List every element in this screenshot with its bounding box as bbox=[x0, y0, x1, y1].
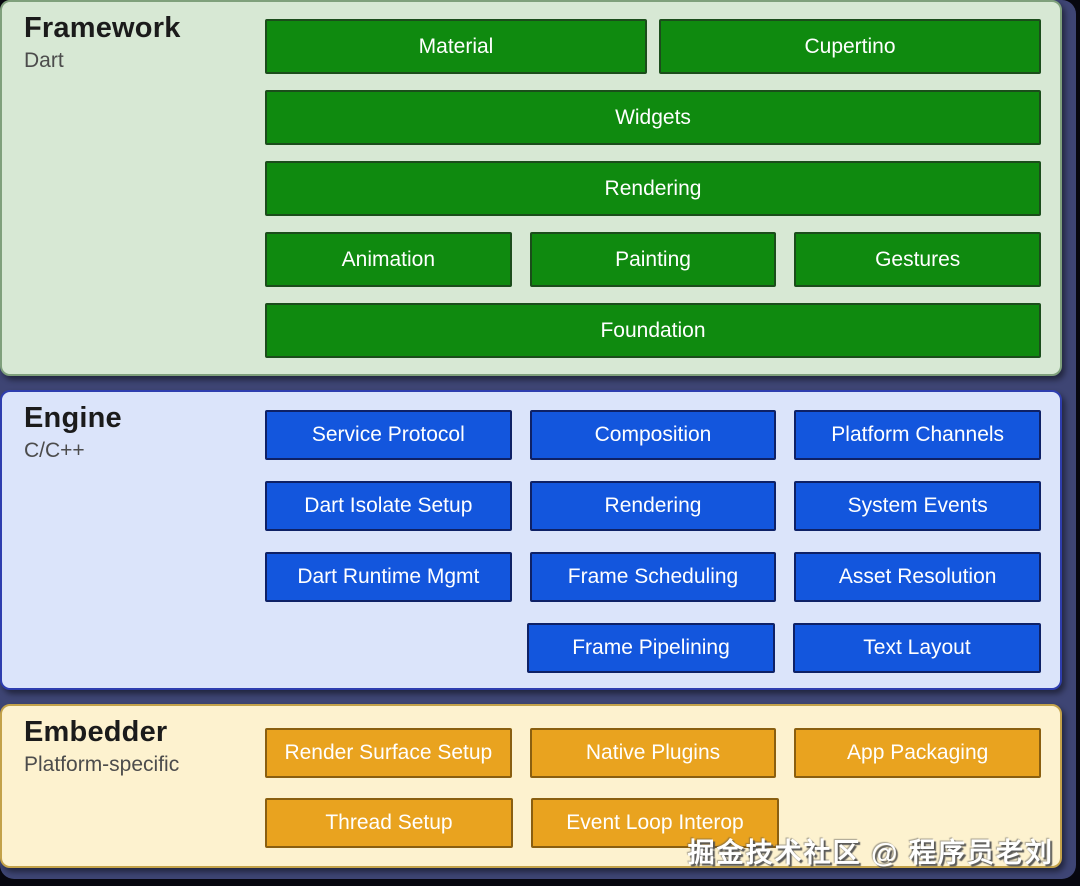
engine-block: Text Layout bbox=[793, 623, 1041, 673]
engine-layer-header: Engine C/C++ bbox=[24, 402, 122, 464]
embedder-block: Render Surface Setup bbox=[265, 728, 512, 778]
embedder-block-row: Render Surface Setup Native Plugins App Pa… bbox=[265, 728, 1042, 778]
engine-layer-subtitle: C/C++ bbox=[24, 439, 85, 463]
framework-block: Animation bbox=[265, 232, 512, 287]
framework-block-row: Widgets bbox=[265, 90, 1041, 145]
embedder-block: App Packaging bbox=[794, 728, 1042, 778]
embedder-block: Native Plugins bbox=[529, 728, 777, 778]
embedder-layer-subtitle: Platform-specific bbox=[24, 753, 180, 777]
framework-layer-subtitle: Dart bbox=[24, 49, 64, 73]
embedder-block: Event Loop Interop bbox=[531, 798, 779, 848]
engine-block-row: Dart Runtime Mgmt Frame Scheduling Asset R… bbox=[265, 552, 1042, 602]
engine-block: Asset Resolution bbox=[794, 552, 1042, 602]
framework-layer-title: Framework bbox=[24, 12, 181, 44]
engine-block: Service Protocol bbox=[265, 410, 512, 460]
framework-block-row: Foundation bbox=[265, 303, 1041, 358]
embedder-block-row: Thread Setup Event Loop Interop bbox=[265, 798, 1041, 848]
engine-block: Frame Pipelining bbox=[527, 623, 775, 673]
framework-block: Painting bbox=[529, 232, 777, 287]
watermark-text: 掘金技术社区 @ 程序员老刘 bbox=[687, 838, 1054, 868]
framework-block: Material bbox=[265, 19, 647, 74]
embedder-layer-title: Embedder bbox=[24, 716, 168, 748]
framework-block: Widgets bbox=[265, 90, 1041, 145]
engine-block: System Events bbox=[794, 481, 1042, 531]
engine-layer-title: Engine bbox=[24, 402, 122, 434]
framework-block: Cupertino bbox=[659, 19, 1041, 74]
framework-block: Gestures bbox=[794, 232, 1042, 287]
framework-layer-header: Framework Dart bbox=[24, 12, 181, 74]
embedder-layer-panel: Embedder Platform-specific Render Surfac… bbox=[0, 704, 1062, 868]
framework-block: Rendering bbox=[265, 161, 1041, 216]
engine-block: Platform Channels bbox=[794, 410, 1042, 460]
engine-blocks: Service Protocol Composition Platform Chan… bbox=[265, 410, 1042, 673]
framework-block-row: Animation Painting Gestures bbox=[265, 232, 1042, 287]
engine-block: Composition bbox=[529, 410, 777, 460]
embedder-blocks: Render Surface Setup Native Plugins App Pa… bbox=[265, 728, 1042, 848]
engine-block: Dart Isolate Setup bbox=[265, 481, 512, 531]
engine-layer-panel: Engine C/C++ Service Protocol Composition… bbox=[0, 390, 1062, 690]
embedder-block: Thread Setup bbox=[265, 798, 513, 848]
engine-block: Rendering bbox=[529, 481, 777, 531]
engine-block-row: Dart Isolate Setup Rendering System Events bbox=[265, 481, 1042, 531]
engine-block-row: Service Protocol Composition Platform Chan… bbox=[265, 410, 1042, 460]
embedder-layer-header: Embedder Platform-specific bbox=[24, 716, 179, 778]
engine-block: Dart Runtime Mgmt bbox=[265, 552, 512, 602]
engine-block: Frame Scheduling bbox=[529, 552, 777, 602]
framework-block-row: Rendering bbox=[265, 161, 1041, 216]
framework-block: Foundation bbox=[265, 303, 1041, 358]
engine-block-row: Frame Pipelining Text Layout bbox=[265, 623, 1041, 673]
